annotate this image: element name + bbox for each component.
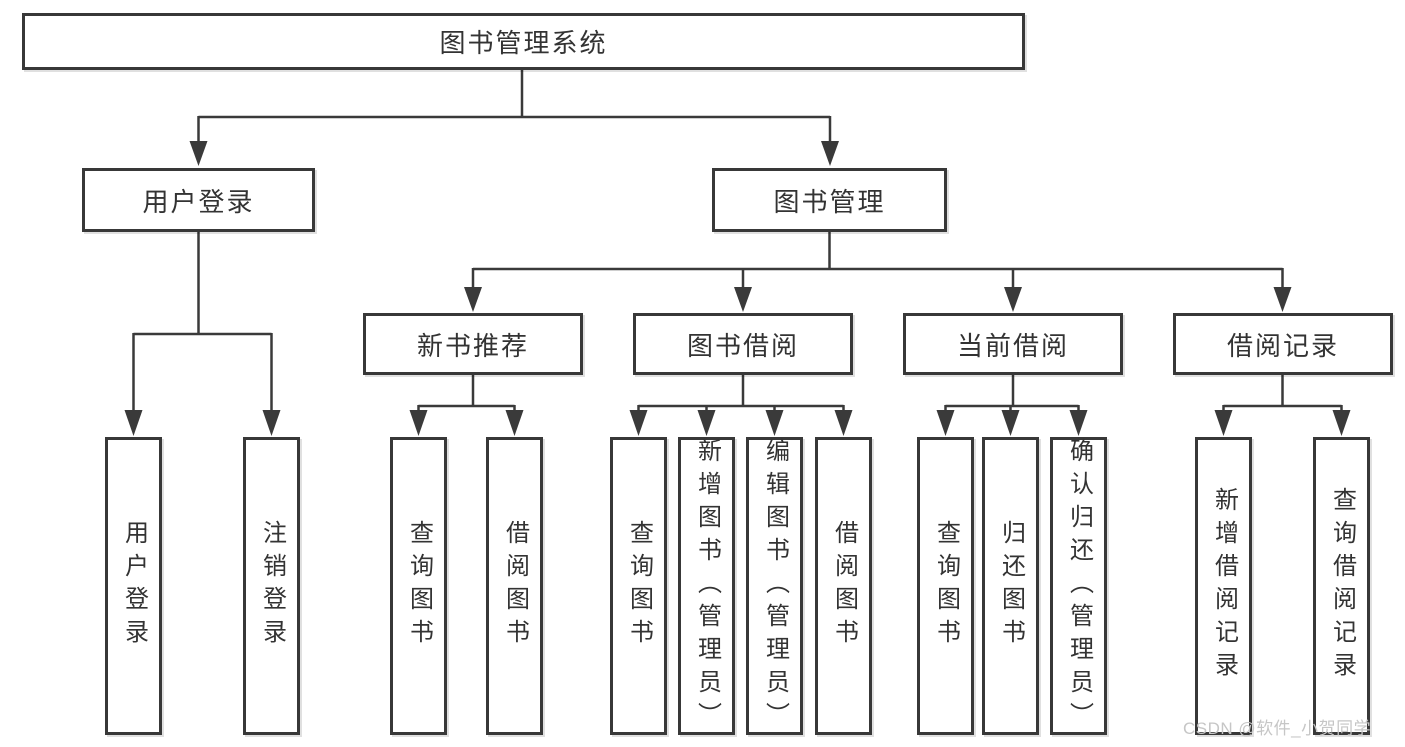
node-label: 查询图书	[625, 520, 653, 652]
node-label: 编辑图书（管理员）	[761, 437, 789, 735]
node-user-login-leaf: 用户登录	[105, 437, 162, 735]
node-label: 借阅图书	[501, 520, 529, 652]
node-return-book: 归还图书	[982, 437, 1039, 735]
node-borrow-books-leaf: 借阅图书	[815, 437, 872, 735]
node-borrow-record: 借阅记录	[1173, 313, 1393, 375]
node-query-books-recommend: 查询图书	[390, 437, 447, 735]
node-label: 当前借阅	[956, 330, 1069, 361]
watermark: CSDN @软件_小贺同学	[1183, 719, 1372, 738]
node-label: 新书推荐	[416, 330, 529, 361]
node-logout-leaf: 注销登录	[243, 437, 300, 735]
arrowheads	[124, 141, 1351, 436]
node-label: 归还图书	[997, 520, 1025, 652]
node-book-borrow: 图书借阅	[633, 313, 853, 375]
node-add-book-admin: 新增图书（管理员）	[678, 437, 735, 735]
node-add-borrow-record: 新增借阅记录	[1195, 437, 1252, 735]
node-new-book-recommend: 新书推荐	[363, 313, 583, 375]
node-label: 新增借阅记录	[1210, 487, 1238, 685]
node-label: 图书管理系统	[439, 28, 608, 58]
node-library-management-system: 图书管理系统	[22, 13, 1025, 70]
node-borrow-books-recommend: 借阅图书	[486, 437, 543, 735]
node-label: 借阅记录	[1226, 330, 1339, 361]
node-label: 图书借阅	[686, 330, 799, 361]
node-edit-book-admin: 编辑图书（管理员）	[746, 437, 803, 735]
node-label: 查询图书	[405, 520, 433, 652]
node-label: 新增图书（管理员）	[693, 437, 721, 735]
node-query-borrow-record: 查询借阅记录	[1313, 437, 1370, 735]
node-label: 注销登录	[258, 520, 286, 652]
node-label: 用户登录	[120, 520, 148, 652]
node-label: 查询图书	[932, 520, 960, 652]
node-label: 查询借阅记录	[1328, 487, 1356, 685]
node-label: 确认归还（管理员）	[1065, 437, 1093, 735]
node-label: 用户登录	[142, 186, 255, 217]
node-book-management-branch: 图书管理	[712, 168, 947, 232]
node-label: 图书管理	[773, 186, 886, 217]
node-label: 借阅图书	[830, 520, 858, 652]
node-query-books-current: 查询图书	[917, 437, 974, 735]
node-user-login-branch: 用户登录	[82, 168, 315, 232]
node-current-borrow: 当前借阅	[903, 313, 1123, 375]
node-confirm-return-admin: 确认归还（管理员）	[1050, 437, 1107, 735]
node-query-books-borrow: 查询图书	[610, 437, 667, 735]
